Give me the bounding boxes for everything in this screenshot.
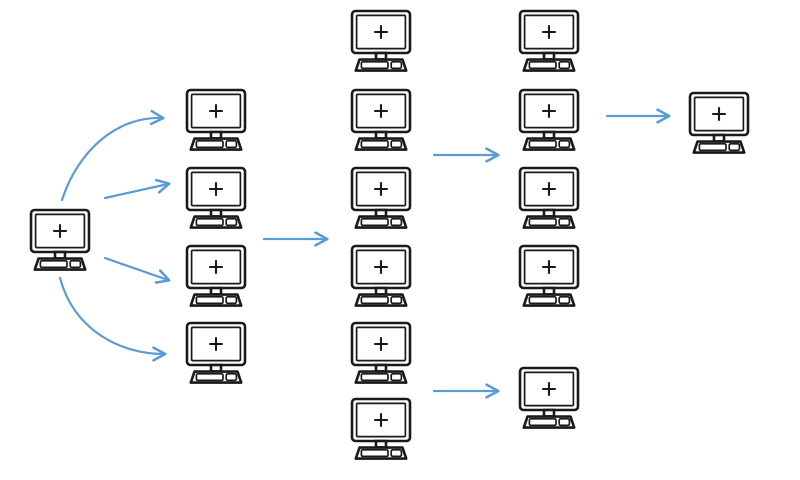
keyboard-and-mouse (189, 137, 243, 151)
curved-arrow-source-to-stage2-row1 (60, 109, 165, 202)
computer-icon[interactable] (28, 208, 92, 274)
keyboard-and-mouse (189, 293, 243, 307)
keyboard-and-mouse (522, 137, 576, 151)
computer-icon[interactable] (184, 244, 248, 310)
screen-plus-mark (209, 182, 223, 196)
keyboard-and-mouse (354, 137, 408, 151)
screen-plus-mark (542, 25, 556, 39)
screen-plus-mark (542, 382, 556, 396)
computer-icon[interactable] (184, 321, 248, 387)
computer-icon[interactable] (349, 397, 413, 463)
computer-icon[interactable] (517, 9, 581, 75)
computer-icon[interactable] (517, 88, 581, 154)
keyboard-and-mouse (189, 370, 243, 384)
keyboard-and-mouse (354, 446, 408, 460)
screen-plus-mark (209, 260, 223, 274)
screen-plus-mark (712, 107, 726, 121)
screen-plus-mark (374, 25, 388, 39)
computer-icon[interactable] (349, 166, 413, 232)
screen-plus-mark (542, 182, 556, 196)
keyboard-and-mouse (33, 257, 87, 271)
screen-plus-mark (209, 337, 223, 351)
computer-icon[interactable] (517, 244, 581, 310)
keyboard-and-mouse (354, 58, 408, 72)
computer-icon[interactable] (184, 166, 248, 232)
curved-arrow-source-to-stage2-row4 (58, 276, 167, 362)
computer-icon[interactable] (184, 88, 248, 154)
computer-icon[interactable] (349, 9, 413, 75)
keyboard-and-mouse (522, 58, 576, 72)
computer-icon[interactable] (349, 321, 413, 387)
computer-icon[interactable] (517, 366, 581, 432)
computer-icon[interactable] (517, 166, 581, 232)
keyboard-and-mouse (692, 140, 746, 154)
keyboard-and-mouse (189, 215, 243, 229)
straight-arrow-source-to-stage2-row3 (103, 256, 171, 284)
screen-plus-mark (209, 104, 223, 118)
keyboard-and-mouse (354, 293, 408, 307)
screen-plus-mark (374, 413, 388, 427)
monitor-outer-bezel (350, 166, 412, 212)
screen-plus-mark (542, 104, 556, 118)
straight-arrow-source-to-stage2-row2 (103, 178, 171, 200)
screen-plus-mark (374, 104, 388, 118)
keyboard-and-mouse (522, 215, 576, 229)
keyboard-and-mouse (522, 415, 576, 429)
screen-plus-mark (374, 337, 388, 351)
computer-icon[interactable] (687, 91, 751, 157)
computer-icon[interactable] (349, 88, 413, 154)
keyboard-and-mouse (354, 215, 408, 229)
computer-icon[interactable] (349, 244, 413, 310)
screen-plus-mark (374, 182, 388, 196)
keyboard-and-mouse (522, 293, 576, 307)
screen-plus-mark (53, 224, 67, 238)
screen-plus-mark (542, 260, 556, 274)
screen-plus-mark (374, 260, 388, 274)
keyboard-and-mouse (354, 370, 408, 384)
